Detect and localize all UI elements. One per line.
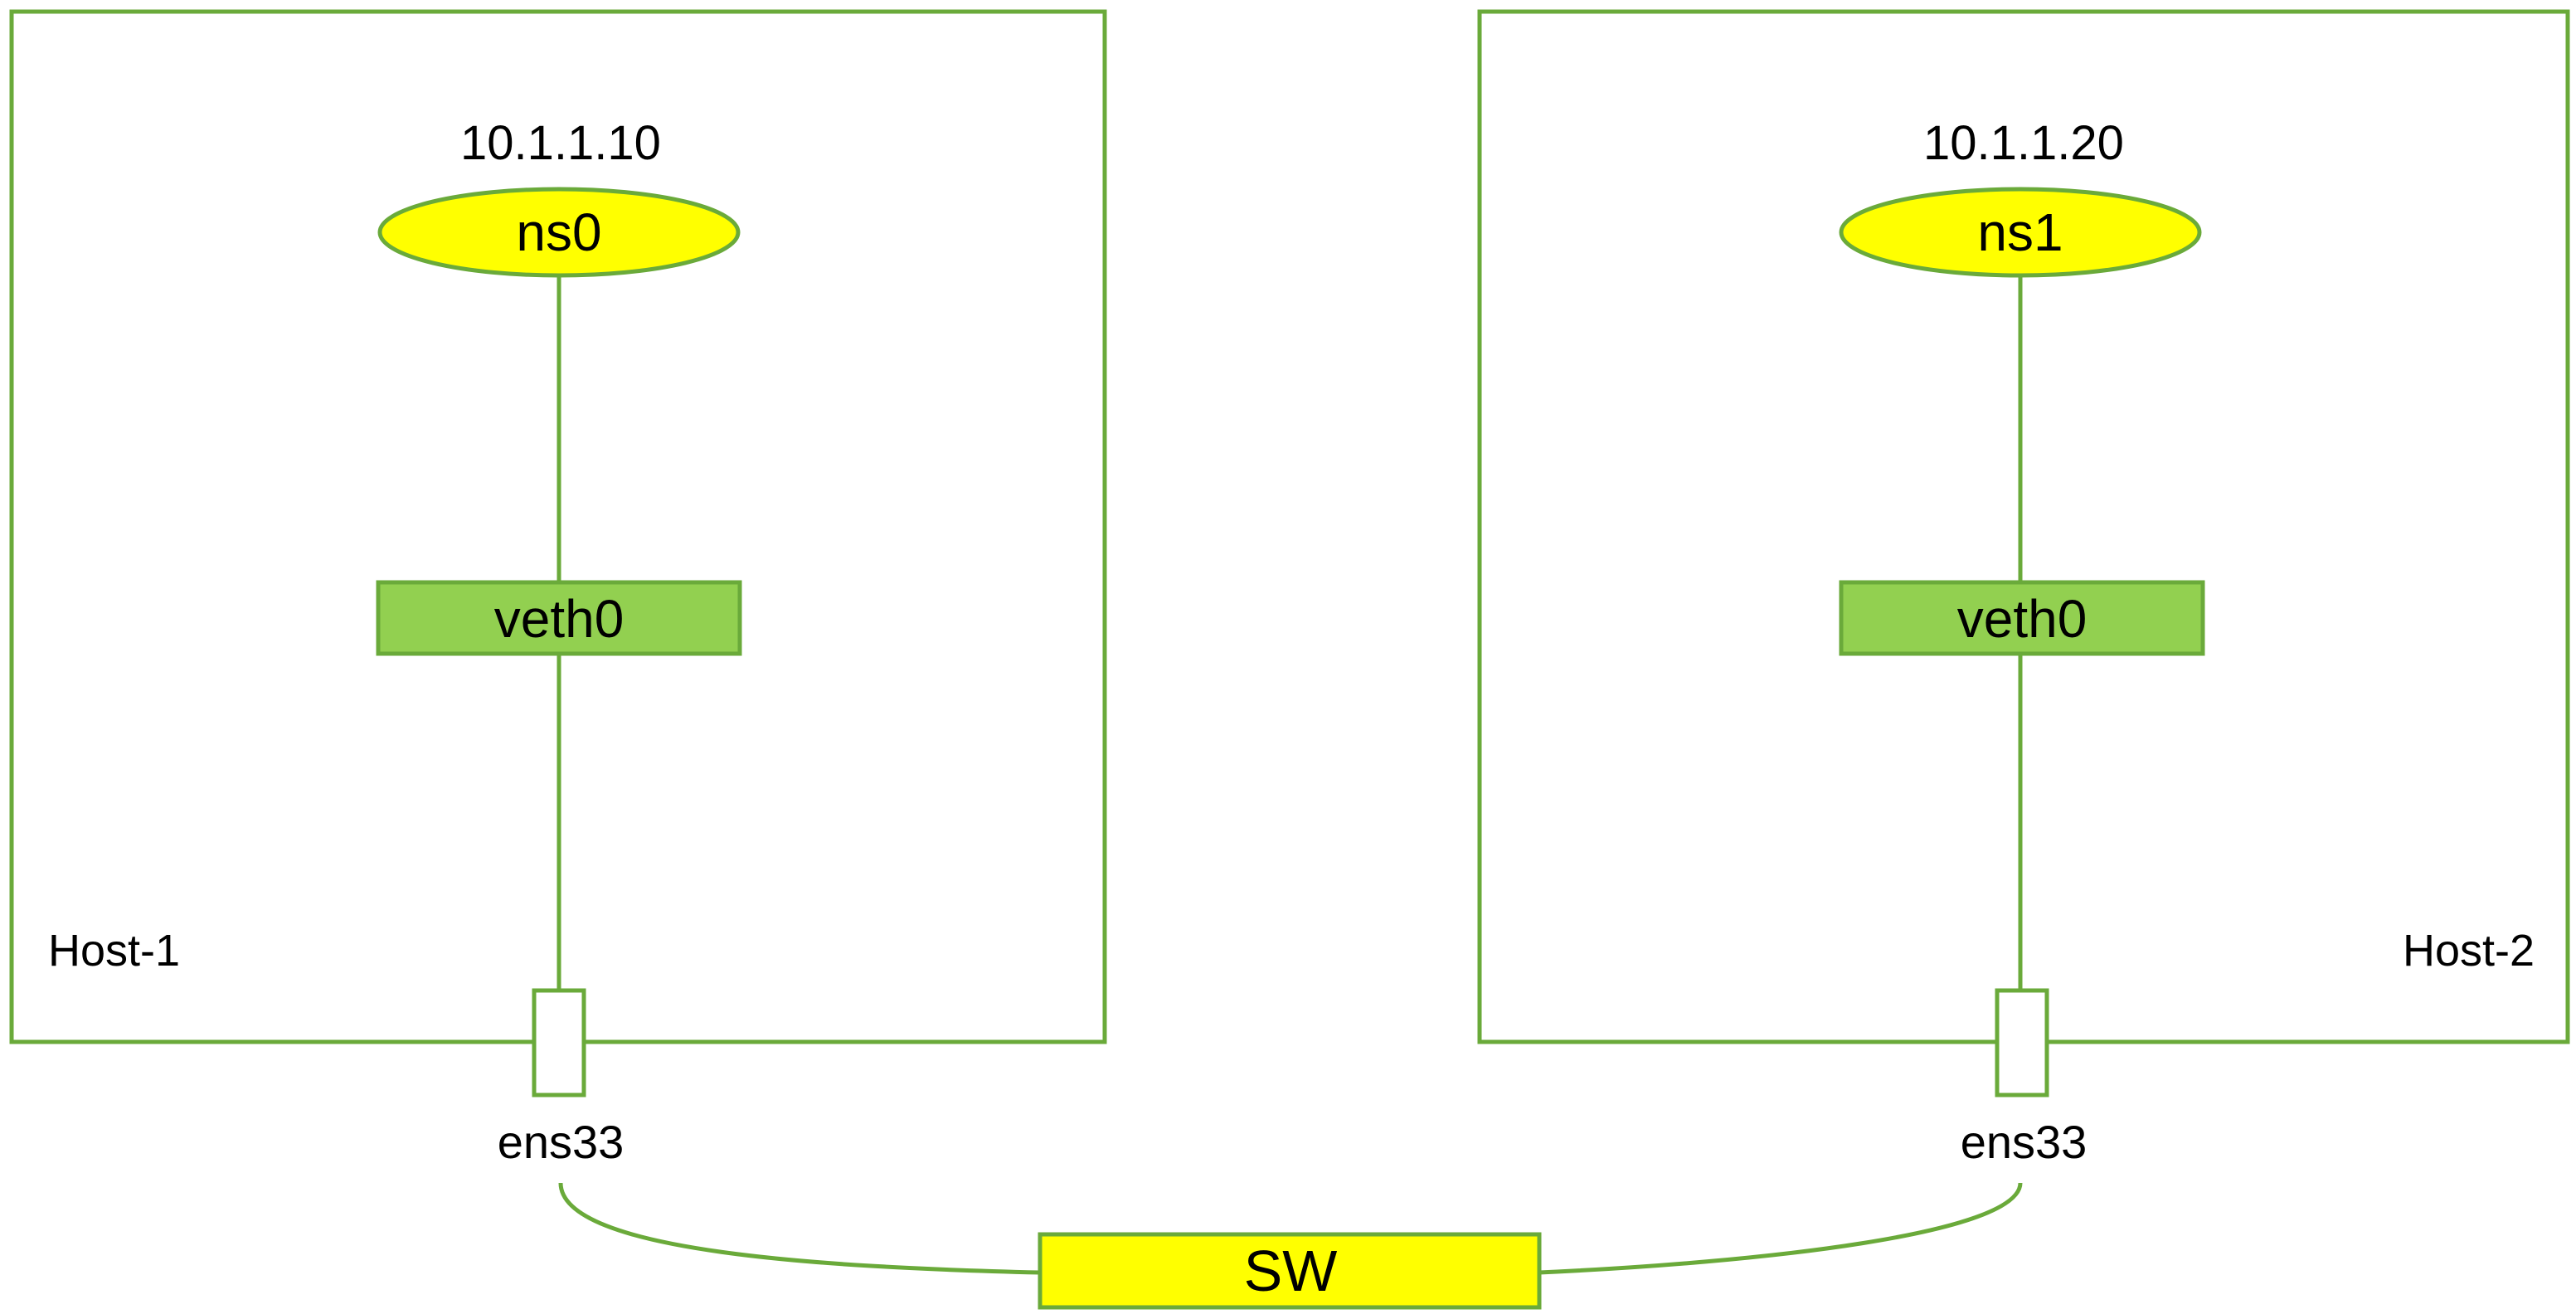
host-1-nic-label: ens33 [498,1116,625,1168]
host-2-switch-link [1538,1182,2023,1275]
host-2-label: Host-2 [2403,926,2535,976]
host-2-box [1477,9,2570,1044]
host-2-namespace-label: ns1 [1977,202,2063,262]
host-2-namespace-node [1839,187,2202,278]
host-2-nic-label: ens33 [1961,1116,2088,1168]
host-1-veth-node [376,580,742,656]
host-2-ip-label: 10.1.1.20 [1923,116,2124,170]
host-1-namespace-node [377,187,741,278]
host-2-veth-node [1839,580,2205,656]
switch-label: SW [1244,1239,1338,1303]
host-1-namespace-label: ns0 [516,202,601,262]
host-2-nic-port [1995,988,2049,1097]
host-2-veth-label: veth0 [1957,589,2088,649]
host-1-veth-label: veth0 [494,589,625,649]
host-1-nic-port [532,988,586,1097]
host-1-label: Host-1 [48,926,180,976]
switch-node [1038,1232,1542,1310]
host-1-switch-link [558,1182,1041,1275]
host-1-ip-label: 10.1.1.10 [460,116,661,170]
